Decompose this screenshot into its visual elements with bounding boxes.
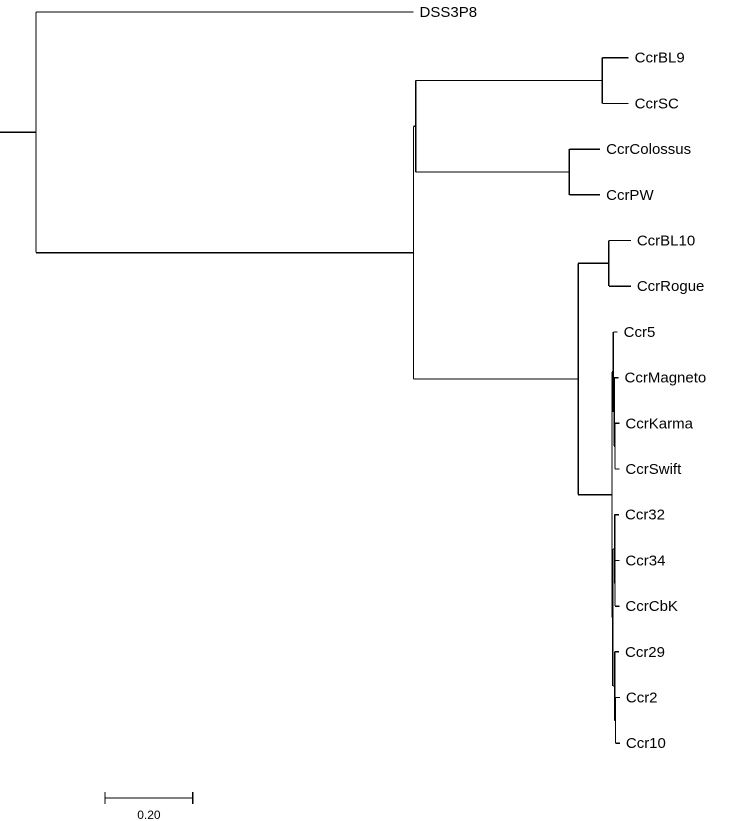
leaf-label-CcrSwift: CcrSwift <box>625 461 682 478</box>
leaf-label-CcrKarma: CcrKarma <box>625 415 693 432</box>
leaf-label-CcrSC: CcrSC <box>635 95 679 112</box>
leaf-label-Ccr34: Ccr34 <box>625 552 665 569</box>
leaf-label-Ccr29: Ccr29 <box>625 644 665 661</box>
leaf-label-Ccr5: Ccr5 <box>624 324 656 341</box>
leaf-label-CcrCbK: CcrCbK <box>625 598 678 615</box>
leaf-label-CcrBL10: CcrBL10 <box>637 233 695 250</box>
leaf-label-CcrPW: CcrPW <box>606 187 654 204</box>
scale-bar-label: 0.20 <box>137 808 161 821</box>
leaf-label-Ccr2: Ccr2 <box>626 690 658 707</box>
leaf-label-CcrColossus: CcrColossus <box>606 141 691 158</box>
leaf-label-Ccr10: Ccr10 <box>626 735 666 752</box>
leaf-label-CcrMagneto: CcrMagneto <box>625 370 707 387</box>
tree-branches <box>0 11 631 744</box>
leaf-label-CcrBL9: CcrBL9 <box>635 50 685 67</box>
leaf-label-DSS3P8: DSS3P8 <box>420 4 478 21</box>
leaf-label-Ccr32: Ccr32 <box>625 507 665 524</box>
leaf-label-CcrRogue: CcrRogue <box>637 278 705 295</box>
scale-bar: 0.20 <box>104 792 194 821</box>
